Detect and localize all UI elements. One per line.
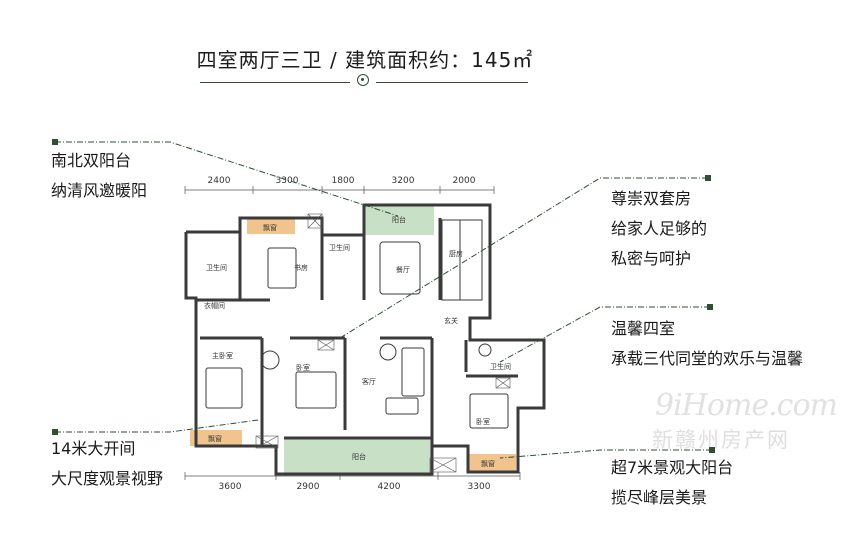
leader-end-markers [52, 139, 715, 453]
room-label: 卧室 [296, 363, 310, 372]
room-label: 主卧室 [212, 351, 233, 360]
dimension-bottom: 4200 [377, 482, 401, 492]
room-label: 餐厅 [396, 265, 410, 274]
bay-window-fill [190, 430, 242, 446]
dimension-top: 3300 [275, 176, 299, 186]
room-label: 书房 [294, 263, 308, 272]
balcony-south-fill [284, 438, 432, 474]
annotation-line: 给家人足够的 [611, 219, 708, 238]
room-label: 客厅 [362, 377, 376, 386]
dimension-bottom: 3600 [218, 482, 242, 492]
title-ornament-icon [357, 74, 369, 86]
interior-lines [205, 219, 509, 429]
room-label: 厨房 [449, 249, 463, 258]
room-label: 卫生间 [490, 362, 511, 371]
room-label: 衣帽间 [204, 301, 225, 310]
annotation-line: 私密与呵护 [611, 249, 692, 268]
annotation-line: 南北双阳台 [51, 151, 132, 170]
annotation-line: 纳清风邀暖阳 [51, 181, 148, 200]
annotation-line: 承载三代同堂的欢乐与温馨 [611, 349, 804, 368]
watermark-text: 新赣州房产网 [652, 428, 790, 452]
annotation-four-rooms: 温馨四室 承载三代同堂的欢乐与温馨 [611, 314, 803, 374]
room-label: 飘窗 [263, 223, 277, 232]
annotation-north-south-balcony: 南北双阳台 纳清风邀暖阳 [51, 146, 147, 206]
dimension-top: 2000 [452, 176, 476, 186]
dimension-top: 1800 [331, 176, 355, 186]
annotation-view-balcony: 超7米景观大阳台 揽尽峰层美景 [611, 453, 733, 513]
room-label: 阳台 [352, 452, 366, 461]
room-label: 玄关 [444, 316, 458, 325]
annotation-double-suite: 尊崇双套房 给家人足够的 私密与呵护 [611, 184, 707, 274]
bay-window-fill [247, 218, 295, 234]
leader-lines [55, 141, 712, 459]
title-rule-left [200, 82, 350, 83]
dimension-bottom: 3300 [467, 482, 491, 492]
dimension-lines [184, 186, 521, 480]
room-label: 卫生间 [329, 243, 350, 252]
room-label: 阳台 [392, 215, 406, 224]
annotation-line: 超7米景观大阳台 [611, 458, 734, 477]
bay-window-fill [468, 454, 516, 472]
room-label: 卧室 [476, 417, 490, 426]
room-label: 飘窗 [208, 434, 222, 443]
dimension-top: 3200 [391, 176, 415, 186]
dimension-bottom: 2900 [296, 482, 320, 492]
walls [184, 203, 546, 476]
window-marks [255, 213, 511, 473]
annotation-line: 尊崇双套房 [611, 189, 692, 208]
room-label: 卫生间 [206, 263, 227, 272]
dimension-top: 2400 [207, 176, 231, 186]
page-title: 四室两厅三卫 / 建筑面积约：145㎡ [196, 48, 534, 72]
room-label: 飘窗 [481, 459, 495, 468]
balcony-north-fill [364, 205, 434, 235]
annotation-line: 温馨四室 [611, 319, 676, 338]
title-rule-right [376, 82, 528, 83]
annotation-big-opening: 14米大开间 大尺度观景视野 [51, 434, 163, 494]
annotation-line: 大尺度观景视野 [51, 469, 164, 488]
watermark-logo: 9iHome.com [655, 388, 838, 423]
annotation-line: 揽尽峰层美景 [611, 488, 708, 507]
annotation-line: 14米大开间 [51, 439, 136, 458]
